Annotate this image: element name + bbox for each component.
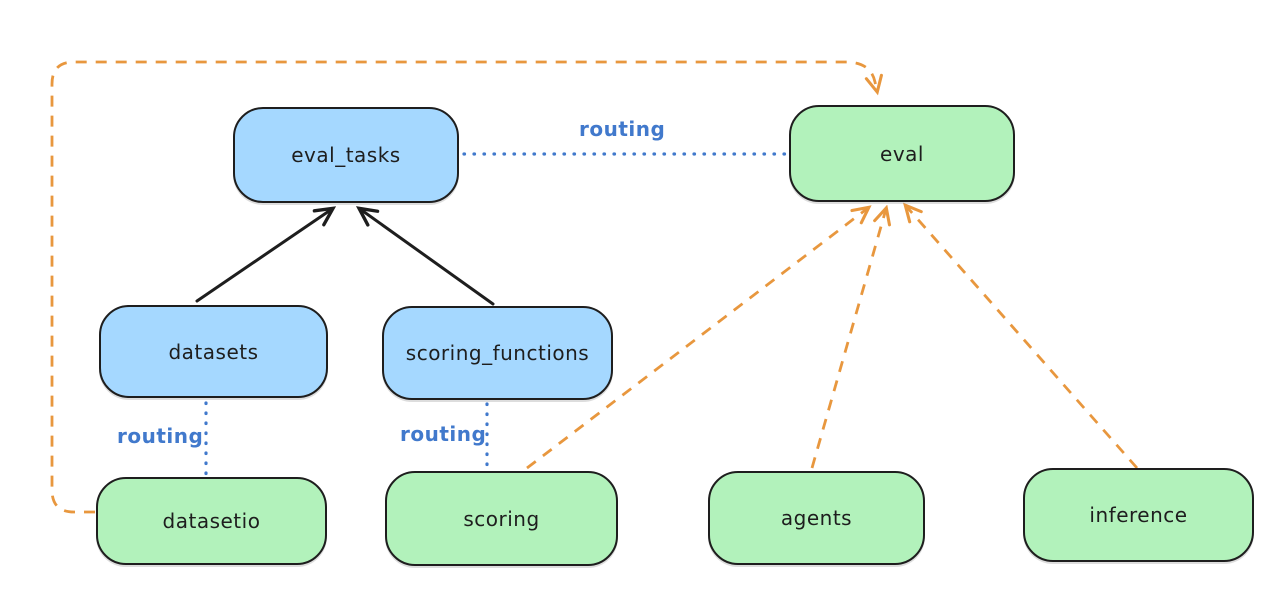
node-eval: eval <box>789 105 1015 202</box>
edge-scoring-functions-to-eval-tasks <box>360 209 495 306</box>
node-datasets: datasets <box>99 305 328 398</box>
node-inference-label: inference <box>1089 503 1188 527</box>
node-agents-label: agents <box>780 506 853 530</box>
node-scoring: scoring <box>385 471 618 566</box>
node-scoring-functions: scoring_functions <box>382 306 613 400</box>
node-eval-tasks: eval_tasks <box>233 107 459 203</box>
routing-label-eval-tasks-eval: routing <box>579 117 666 141</box>
routing-label-datasets-datasetio: routing <box>117 424 204 448</box>
node-agents: agents <box>708 471 925 565</box>
node-eval-tasks-label: eval_tasks <box>291 143 401 167</box>
edge-datasets-to-eval-tasks <box>195 209 332 303</box>
edge-agents-to-eval <box>810 209 886 469</box>
node-datasetio: datasetio <box>96 477 327 565</box>
edge-inference-to-eval <box>906 206 1139 469</box>
node-datasets-label: datasets <box>168 339 259 364</box>
node-eval-label: eval <box>880 141 924 166</box>
node-scoring-functions-label: scoring_functions <box>405 341 590 365</box>
routing-label-scoring-functions-scoring: routing <box>400 422 487 446</box>
edge-datasetio-to-eval <box>50 60 877 514</box>
node-datasetio-label: datasetio <box>162 509 261 533</box>
node-scoring-label: scoring <box>463 506 540 531</box>
node-inference: inference <box>1023 468 1254 562</box>
